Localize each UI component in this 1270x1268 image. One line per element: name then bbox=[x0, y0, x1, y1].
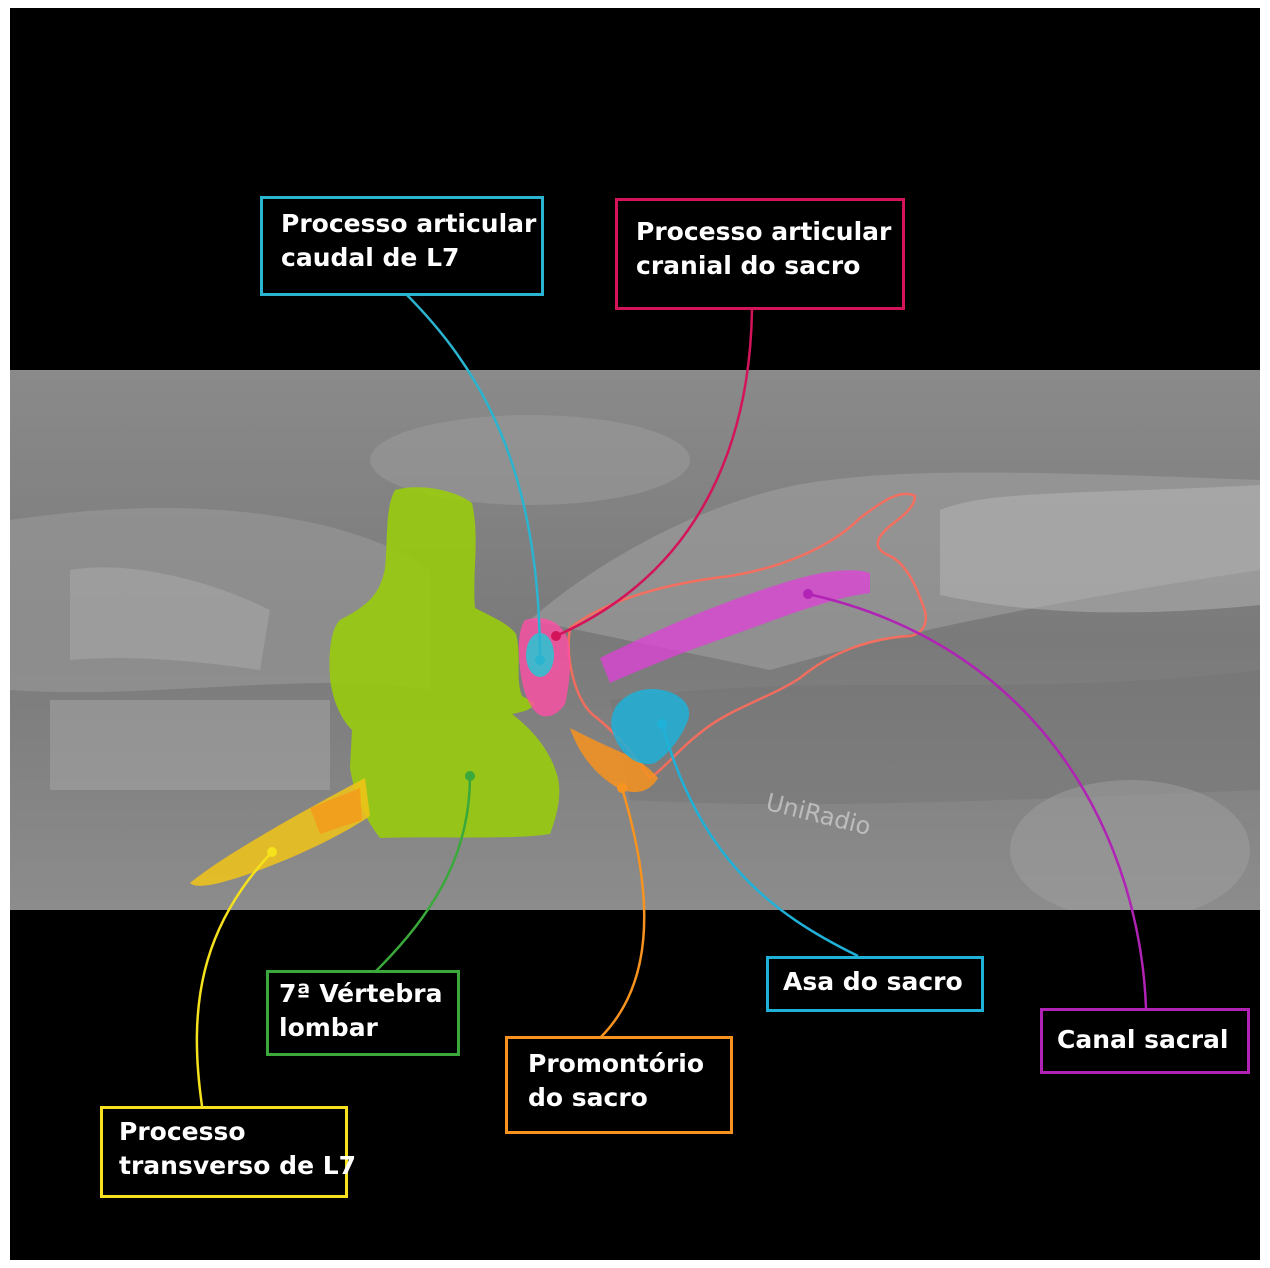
transverse-process-shape bbox=[190, 778, 370, 886]
leader-promontory bbox=[600, 788, 644, 1038]
figure-frame: UniRadio Proces bbox=[10, 8, 1260, 1260]
label-transverse-process-l7: Processo transverso de L7 bbox=[100, 1106, 348, 1198]
label-sacral-wing: Asa do sacro bbox=[766, 956, 984, 1012]
label-cranial-articular-process: Processo articular cranial do sacro bbox=[615, 198, 905, 310]
label-seventh-lumbar-vertebra: 7ª Vértebra lombar bbox=[266, 970, 460, 1056]
leader-cranial-articular bbox=[556, 310, 752, 636]
label-sacral-promontory: Promontório do sacro bbox=[505, 1036, 733, 1134]
leader-asa bbox=[662, 724, 858, 956]
label-caudal-articular-process: Processo articular caudal de L7 bbox=[260, 196, 544, 296]
leader-transverse bbox=[197, 852, 272, 1106]
sacral-canal-shape bbox=[600, 570, 870, 683]
leader-canal bbox=[808, 594, 1146, 1008]
label-sacral-canal: Canal sacral bbox=[1040, 1008, 1250, 1074]
